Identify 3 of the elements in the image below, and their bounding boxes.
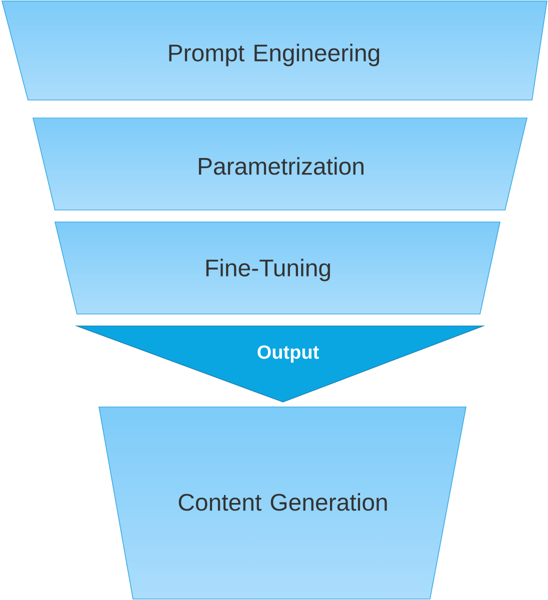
funnel-band: Parametrization xyxy=(32,118,528,210)
funnel-band: Content Generation xyxy=(98,406,466,600)
funnel-band: Fine-Tuning xyxy=(54,222,500,314)
